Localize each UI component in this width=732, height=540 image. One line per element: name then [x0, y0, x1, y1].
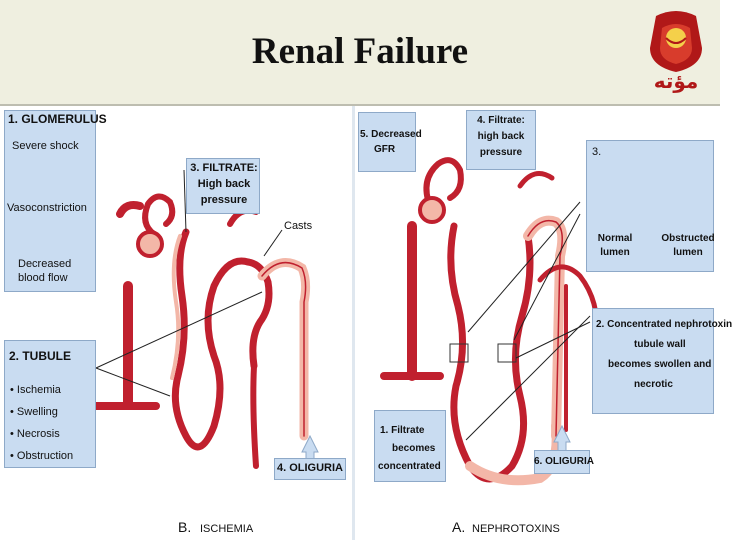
caption-b-letter: B. [178, 519, 192, 535]
filtrate-concentrated-box [374, 410, 446, 482]
filtrate-a-line-3: pressure [479, 147, 523, 158]
caption-a-text: NEPHROTOXINS [472, 523, 560, 535]
lumen-box [586, 140, 714, 272]
oliguria-b-label: 4. OLIGURIA [276, 462, 343, 474]
filtrate-concentrated-line-3: concentrated [378, 461, 441, 472]
glomerulus-heading: 1. GLOMERULUS [8, 112, 107, 126]
glomerulus-step-1: Severe shock [12, 140, 79, 152]
filtrate-concentrated-line-2: becomes [392, 443, 436, 454]
filtrate-box-b [186, 158, 260, 214]
glomerulus-step-2: Vasoconstriction [7, 202, 87, 214]
decreased-gfr-box [358, 112, 416, 172]
caption-b-text: ISCHEMIA [200, 523, 254, 535]
decreased-gfr-line-2: GFR [374, 144, 396, 155]
lumen-heading: 3. [592, 146, 602, 158]
filtrate-b-line-1: 3. FILTRATE: [190, 162, 258, 174]
university-logo: مؤته [650, 11, 702, 93]
normal-lumen-line-2: lumen [600, 247, 630, 258]
nephrotoxin-line-1: 2. Concentrated nephrotoxin [596, 319, 732, 330]
tubule-item-3: • Necrosis [10, 428, 60, 440]
logo-text: مؤته [654, 69, 699, 93]
obstructed-lumen-line-2: lumen [673, 247, 703, 258]
normal-lumen-line-1: Normal [597, 233, 633, 244]
casts-label: Casts [284, 220, 313, 232]
tubule-item-4: • Obstruction [10, 450, 74, 462]
oliguria-a-label: 6. OLIGURIA [534, 456, 595, 467]
tubule-item-2: • Swelling [10, 406, 58, 418]
glomerulus-step-3a: Decreased [18, 258, 72, 270]
glomerulus-step-3b: blood flow [18, 272, 68, 284]
filtrate-box-a [466, 110, 536, 170]
ischemia-nephron [92, 193, 311, 469]
nephrotoxin-line-2: tubule wall [634, 339, 686, 350]
tubule-box [4, 340, 96, 468]
header-divider [0, 104, 720, 106]
glomerulus-box [4, 110, 96, 292]
tubule-item-1: • Ischemia [10, 384, 61, 396]
tubule-heading: 2. TUBULE [9, 349, 72, 363]
nephrotoxin-nephron [380, 157, 600, 486]
obstructed-lumen-line-1: Obstructed [661, 233, 715, 244]
oliguria-arrows [301, 424, 571, 463]
filtrate-b-line-2: High back [197, 178, 251, 190]
decreased-gfr-line-1: 5. Decreased [360, 129, 422, 140]
nephrotoxin-line-3: becomes swollen and [608, 359, 712, 370]
filtrate-a-line-1: 4. Filtrate: [477, 115, 525, 126]
slide-header [0, 0, 720, 104]
oliguria-box-b [274, 458, 346, 480]
caption-a-letter: A. [452, 519, 466, 535]
nephrotoxin-box [592, 308, 714, 414]
oliguria-box-a [534, 450, 590, 474]
filtrate-b-line-3: pressure [200, 194, 248, 206]
filtrate-concentrated-line-1: 1. Filtrate [380, 425, 425, 436]
nephrotoxin-line-4: necrotic [634, 379, 673, 390]
filtrate-a-line-2: high back [477, 131, 525, 142]
pointer-lines [95, 169, 591, 441]
slide-title: Renal Failure [251, 31, 469, 72]
panel-separator [352, 106, 355, 540]
